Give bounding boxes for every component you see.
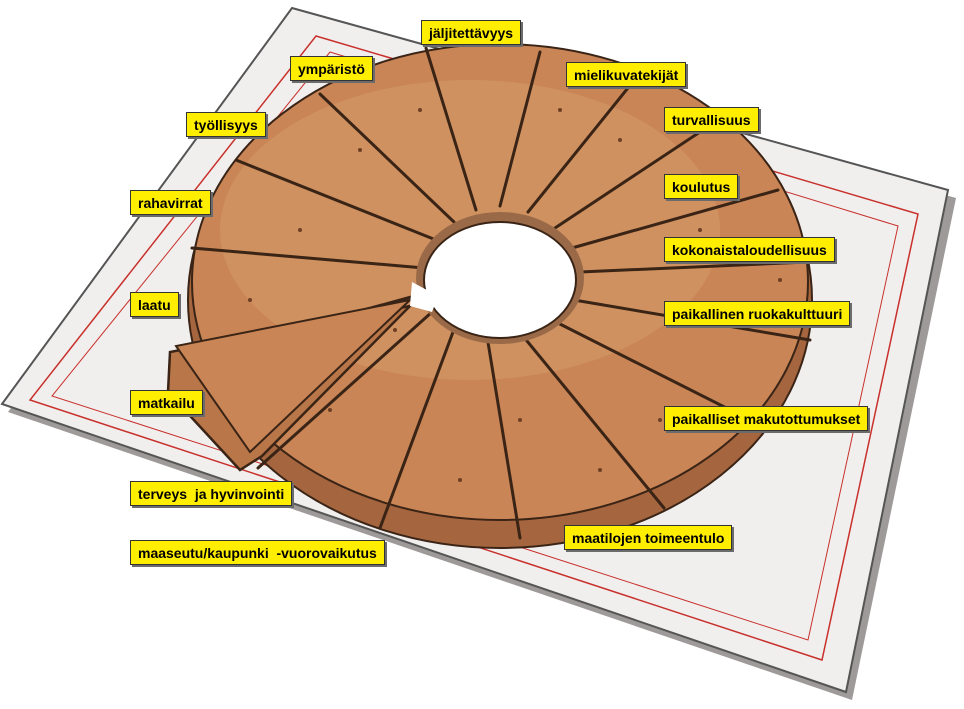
label-local-taste-habits: paikalliset makutottumukset [664,406,868,431]
label-health-wellbeing: terveys ja hyvinvointi [130,481,292,506]
label-quality: laatu [130,292,179,317]
label-image-makers: mielikuvatekijät [566,62,686,87]
label-rural-urban-interaction: maaseutu/kaupunki -vuorovaikutus [130,540,385,565]
label-education: koulutus [664,174,738,199]
label-local-food-culture: paikallinen ruokakulttuuri [664,301,850,326]
label-environment: ympäristö [290,56,373,81]
label-employment: työllisyys [186,112,266,137]
label-tourism: matkailu [130,390,203,415]
label-safety: turvallisuus [664,107,759,132]
label-farm-livelihood: maatilojen toimeentulo [564,525,732,550]
cake-center-hole [424,222,576,338]
label-overall-economy: kokonaistaloudellisuus [664,237,835,262]
label-traceability: jäljitettävyys [421,20,521,45]
label-cash-flows: rahavirrat [130,190,211,215]
